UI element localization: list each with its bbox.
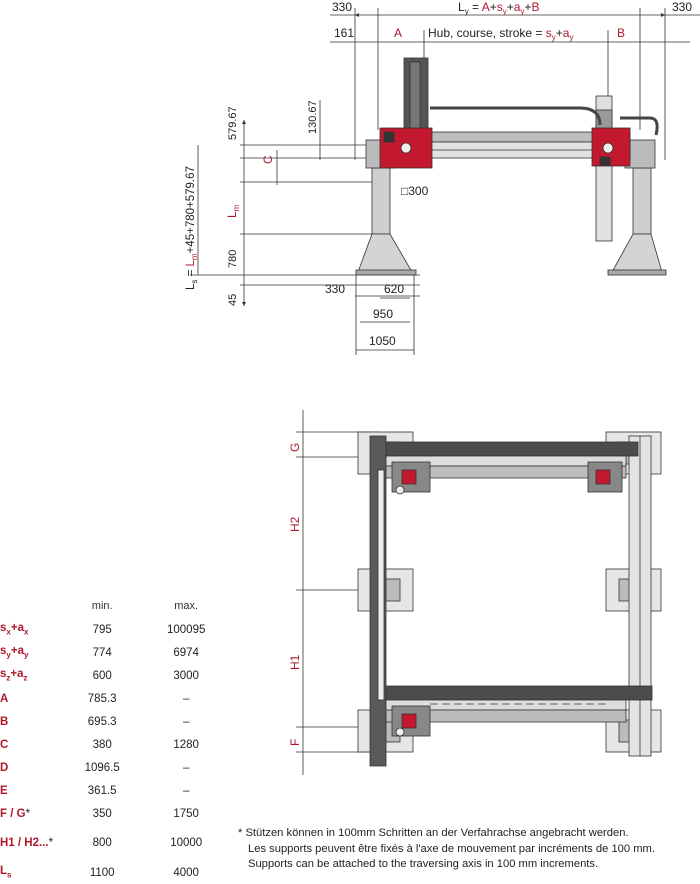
dim-780: 780 [227, 250, 239, 268]
footnote-en: Supports can be attached to the traversi… [248, 858, 599, 870]
traversing-rails [369, 435, 652, 767]
table-row: A 785.3 – [0, 692, 190, 705]
header-max: max. [174, 600, 199, 612]
dim-base-330: 330 [325, 282, 345, 296]
dim-top-left: 330 [332, 0, 352, 14]
dim-top-right: 330 [672, 0, 692, 14]
table-row: D 1096.5 – [0, 761, 190, 774]
footnote-de: * Stützen können in 100mm Schritten an d… [238, 827, 629, 839]
top-view-drawing: G H2 H1 F [288, 410, 662, 775]
dim-161: 161 [334, 26, 354, 40]
dim-579: 579.67 [227, 106, 239, 140]
table-row: sy+ay 774 6974 [0, 645, 199, 660]
header-min: min. [91, 600, 113, 612]
dim-130: 130.67 [307, 100, 319, 134]
dim-base-1050: 1050 [369, 334, 396, 348]
spec-table: min. max. sx+ax 795 100095 sy+ay 774 697… [0, 600, 230, 884]
table-row: H1 / H2...* 800 10000 [0, 837, 203, 849]
table-row: B 695.3 – [0, 715, 190, 728]
left-support [355, 139, 417, 276]
table-row: F / G* 350 1750 [0, 807, 199, 820]
dim-45: 45 [227, 294, 239, 306]
table-header-row: min. max. [0, 600, 230, 618]
dim-C: C [261, 155, 275, 164]
table-row: sx+ax 795 100095 [0, 622, 206, 637]
table-row: C 380 1280 [0, 738, 199, 751]
carriage-blocks [379, 127, 631, 169]
cross-beams [385, 441, 653, 723]
dim-Lm: Lm [225, 204, 241, 218]
dim-base-620: 620 [384, 282, 404, 296]
square-300: □300 [401, 184, 429, 198]
table-row: E 361.5 – [0, 784, 190, 797]
footnote: * Stützen können in 100mm Schritten an d… [238, 826, 700, 873]
footnote-fr: Les supports peuvent être fixés à l'axe … [248, 842, 655, 855]
label-F: F [288, 739, 302, 746]
ly-formula: Ly = A+sy+ay+B [458, 0, 539, 16]
label-G: G [288, 443, 302, 452]
dim-B: B [617, 26, 625, 40]
label-H1: H1 [288, 654, 302, 670]
dim-base-950: 950 [373, 307, 393, 321]
side-view-drawing: 330 330 Ly = A+sy+ay+B 161 A Hub, course… [185, 0, 700, 355]
table-row: Ls 1100 4000 [0, 865, 199, 880]
ls-formula: Ls = Lm+45+780+579.67 [185, 166, 199, 290]
dim-A: A [394, 26, 402, 40]
label-H2: H2 [288, 516, 302, 532]
table-row: sz+az 600 3000 [0, 668, 199, 683]
top-carriages [391, 461, 623, 737]
stroke-formula: Hub, course, stroke = sy+ay [428, 26, 573, 42]
